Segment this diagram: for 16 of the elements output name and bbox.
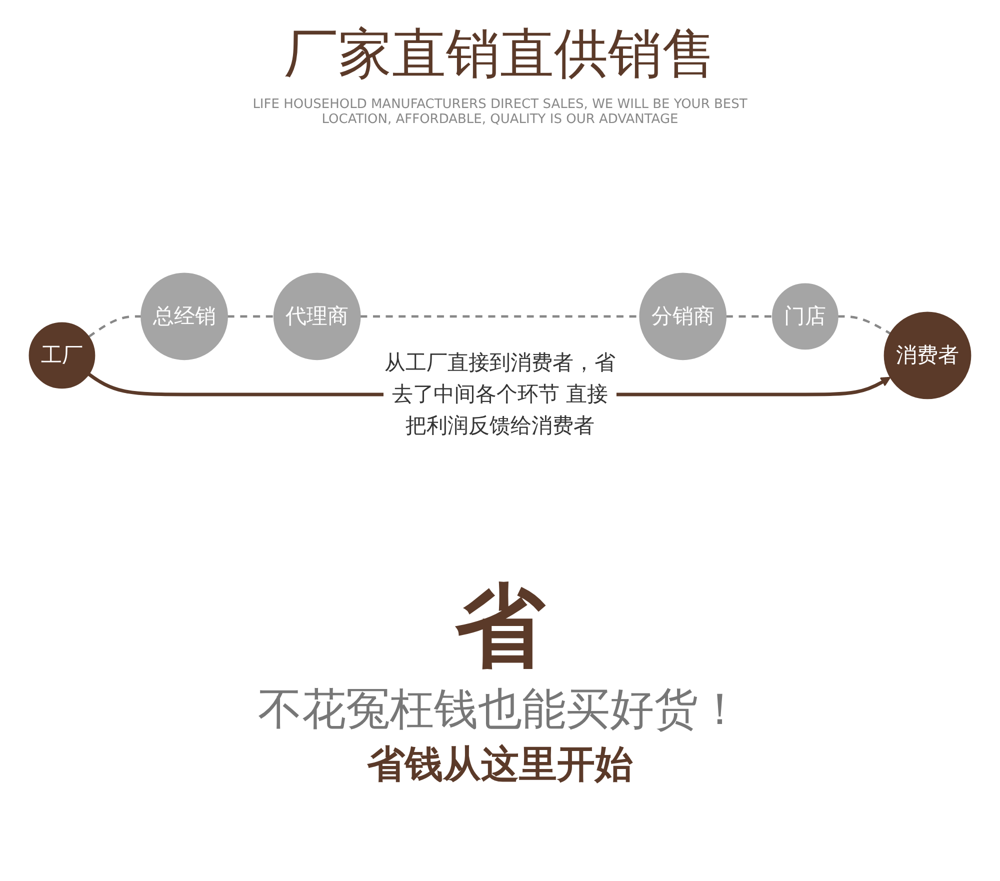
- slogan-text: 不花冤枉钱也能买好货！: [257, 683, 743, 737]
- edge-label: 从工厂直接到消费者，省去了中间各个环节 直接把利润反馈给消费者: [384, 350, 616, 438]
- node-circle: 门店: [772, 282, 838, 350]
- connector: [726, 314, 773, 318]
- large-character: 省: [454, 577, 546, 676]
- node-circle: 代理商: [273, 272, 361, 360]
- subtitle-text: LIFE HOUSEHOLD MANUFACTURERS DIRECT SALES, WE WILL BE YOUR BEST LOCATION, AFFORDABLE, QUALITY IS OUR ADVANTAGE: [252, 97, 748, 127]
- node-circle: 工厂: [28, 322, 96, 388]
- title: 厂家直销直供销售: [283, 21, 717, 87]
- connector: [88, 314, 142, 338]
- node-circle: 分销商: [639, 272, 727, 360]
- connector: [227, 314, 274, 318]
- node-circle: 消费者: [884, 311, 972, 399]
- node-circle: 总经销: [140, 272, 228, 360]
- connector: [838, 314, 891, 334]
- slogan-text: 省钱从这里开始: [366, 741, 634, 788]
